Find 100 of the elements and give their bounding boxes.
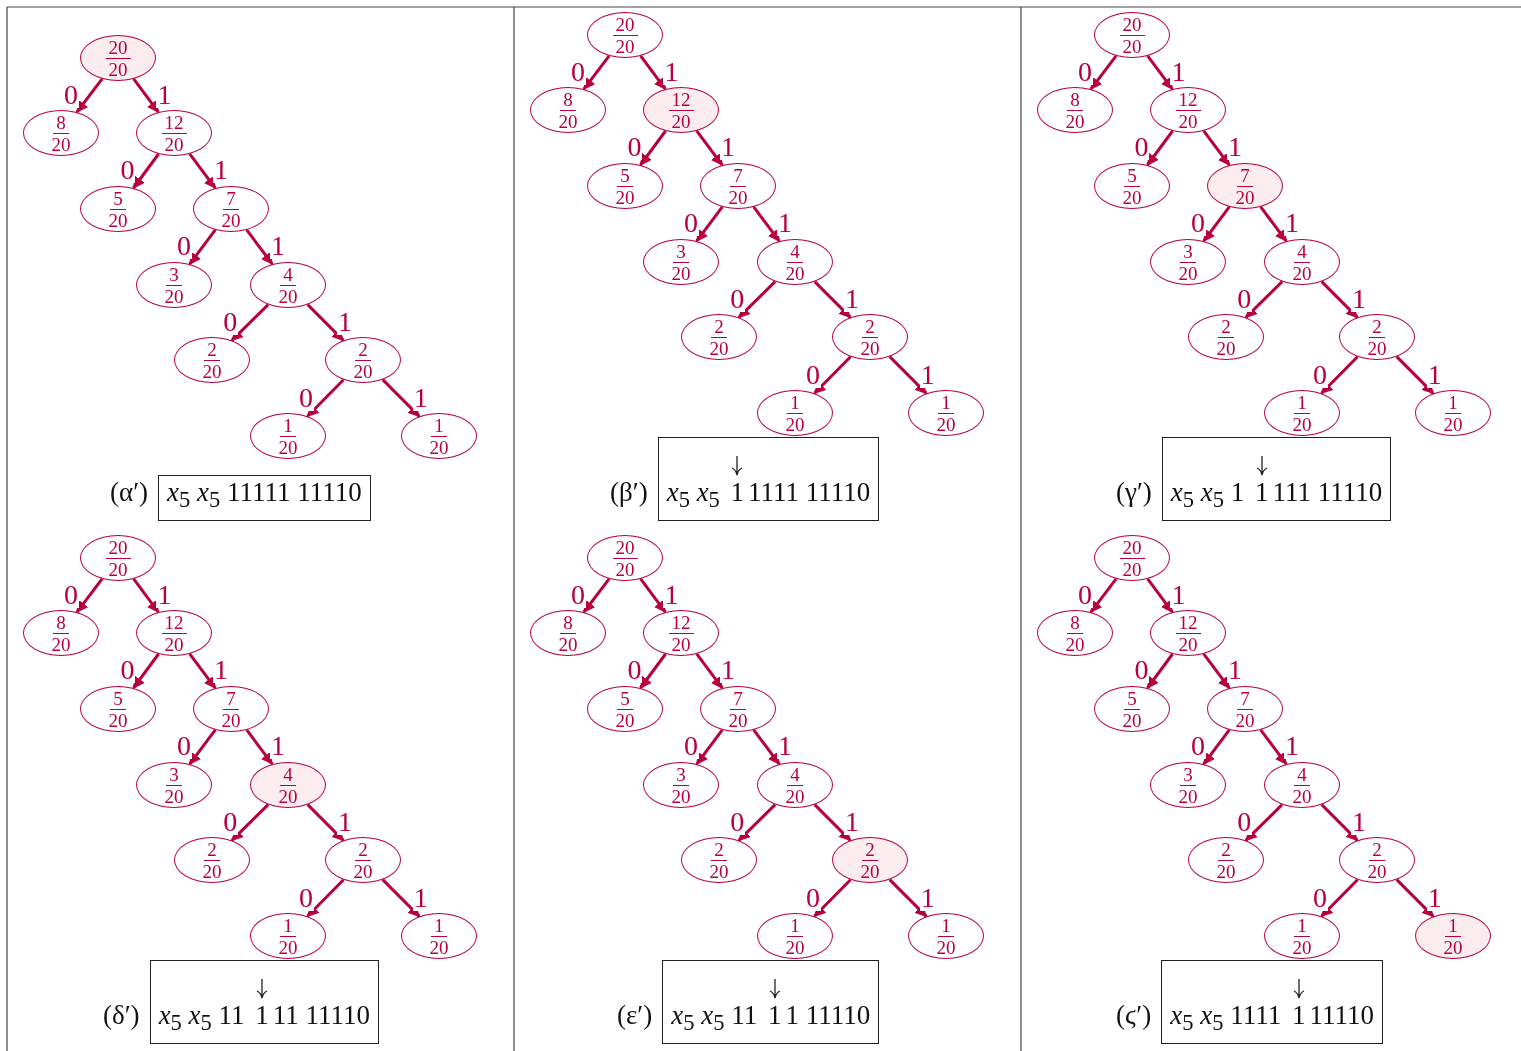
code-box xyxy=(1161,436,1392,521)
fraction-numerator: 12 xyxy=(161,612,187,634)
fraction-numerator: 7 xyxy=(730,688,746,710)
fraction-denominator: 20 xyxy=(1234,709,1256,730)
code-text: x$_{5}$ x$_{5}$ 11 xyxy=(671,999,758,1030)
fraction-numerator: 5 xyxy=(617,165,633,187)
fraction-numerator: 2 xyxy=(1218,316,1234,338)
fraction-numerator: 20 xyxy=(1119,14,1145,36)
fraction-numerator: 1 xyxy=(280,915,296,937)
arrow xyxy=(1320,878,1359,918)
fraction-denominator: 20 xyxy=(784,936,806,957)
marked-digit: 1 xyxy=(1291,998,1306,1031)
arrow xyxy=(381,378,421,418)
fraction-denominator: 20 xyxy=(1121,186,1143,207)
arrow xyxy=(737,280,777,319)
fraction-denominator: 20 xyxy=(352,360,374,381)
fraction-numerator: 4 xyxy=(1294,241,1310,263)
fraction-numerator: 7 xyxy=(223,188,239,210)
arrow xyxy=(381,878,421,918)
fraction-numerator: 2 xyxy=(1369,316,1385,338)
marked-digit: 1 xyxy=(730,475,745,508)
arrow xyxy=(639,130,667,166)
fraction-numerator: 20 xyxy=(105,537,131,559)
panel-label: (ε′) xyxy=(617,999,653,1031)
arrow xyxy=(1202,130,1231,166)
fraction-denominator: 20 xyxy=(670,110,692,131)
fraction-numerator: 4 xyxy=(280,764,296,786)
fraction-numerator: 8 xyxy=(53,612,69,634)
code-text: x$_{5}$ x$_{5}$ 11 xyxy=(158,999,245,1030)
fraction-denominator: 20 xyxy=(1215,337,1237,358)
arrow xyxy=(75,578,104,614)
fraction-numerator: 1 xyxy=(1445,915,1461,937)
fraction-numerator: 12 xyxy=(1175,612,1201,634)
code-text: x$_{5}$ x$_{5}$ 1 xyxy=(1170,476,1245,507)
arrow xyxy=(1202,653,1231,689)
code-box xyxy=(662,959,880,1044)
code-text: 1 11110 xyxy=(785,999,871,1030)
fraction-numerator: 2 xyxy=(204,839,220,861)
fraction-numerator: 1 xyxy=(431,915,447,937)
code-text: x$_{5}$ x$_{5}$ 1111 xyxy=(1170,999,1282,1030)
arrow xyxy=(1089,578,1118,614)
fraction-denominator: 20 xyxy=(428,936,450,957)
arrow xyxy=(188,653,217,689)
code-box xyxy=(149,959,380,1044)
fraction-denominator: 20 xyxy=(277,785,299,806)
arrow xyxy=(752,729,781,765)
arrow xyxy=(695,206,724,242)
panel-label: (δ′) xyxy=(103,999,140,1031)
arrow xyxy=(695,729,724,765)
fraction-denominator: 20 xyxy=(935,413,957,434)
fraction-numerator: 3 xyxy=(673,764,689,786)
arrow xyxy=(1395,355,1435,395)
code-text: x$_{5}$ x$_{5}$ xyxy=(666,476,720,507)
fraction-denominator: 20 xyxy=(1064,633,1086,654)
fraction-numerator: 2 xyxy=(711,839,727,861)
fraction-denominator: 20 xyxy=(220,709,242,730)
arrow xyxy=(245,729,274,765)
fraction-denominator: 20 xyxy=(163,285,185,306)
fraction-numerator: 12 xyxy=(668,612,694,634)
arrow xyxy=(306,303,345,342)
fraction-numerator: 3 xyxy=(1180,241,1196,263)
fraction-numerator: 5 xyxy=(110,688,126,710)
fraction-denominator: 20 xyxy=(107,709,129,730)
marked-digit: 1 xyxy=(1255,475,1269,508)
arrow xyxy=(813,878,852,918)
arrow xyxy=(306,878,345,918)
fraction-denominator: 20 xyxy=(428,436,450,457)
fraction-numerator: 1 xyxy=(431,415,447,437)
fraction-denominator: 20 xyxy=(859,337,881,358)
arrow xyxy=(306,803,345,842)
fraction-denominator: 20 xyxy=(708,860,730,881)
arrow xyxy=(132,78,160,113)
arrow xyxy=(1202,206,1231,242)
fraction-denominator: 20 xyxy=(784,785,806,806)
arrow xyxy=(1259,206,1288,242)
fraction-denominator: 20 xyxy=(1177,785,1199,806)
arrow xyxy=(245,229,274,265)
fraction-numerator: 2 xyxy=(1218,839,1234,861)
arrow xyxy=(1320,355,1359,395)
fraction-denominator: 20 xyxy=(1121,558,1143,579)
fraction-numerator: 3 xyxy=(673,241,689,263)
panel-label: (β′) xyxy=(610,476,648,508)
arrow xyxy=(230,303,270,342)
marked-digit: 1 xyxy=(255,998,269,1031)
fraction-numerator: 12 xyxy=(1175,89,1201,111)
arrow xyxy=(582,578,611,614)
fraction-denominator: 20 xyxy=(1234,186,1256,207)
fraction-denominator: 20 xyxy=(727,709,749,730)
arrow xyxy=(752,206,781,242)
fraction-numerator: 8 xyxy=(1067,89,1083,111)
arrow xyxy=(1259,729,1288,765)
fraction-denominator: 20 xyxy=(1291,785,1313,806)
arrow xyxy=(695,130,724,166)
arrow xyxy=(888,355,928,395)
fraction-denominator: 20 xyxy=(1442,936,1464,957)
fraction-numerator: 20 xyxy=(105,37,131,59)
fraction-denominator: 20 xyxy=(614,35,636,56)
code-text: 1111 11110 xyxy=(748,476,871,507)
fraction-numerator: 20 xyxy=(612,14,638,36)
arrow xyxy=(188,153,217,189)
